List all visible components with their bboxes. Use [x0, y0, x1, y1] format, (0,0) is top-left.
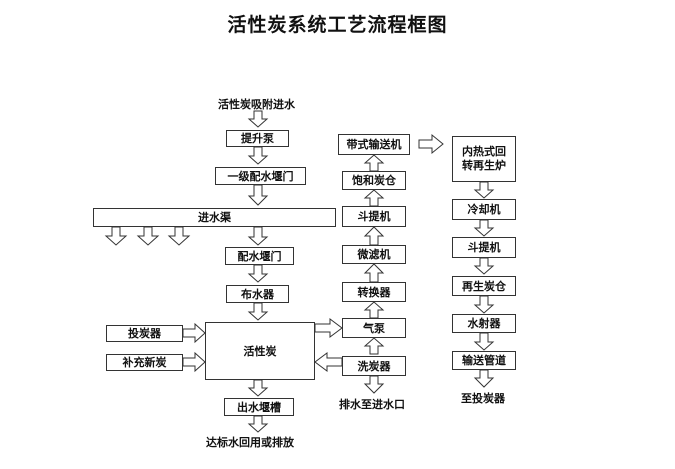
arrow-outlet-to-output [247, 415, 269, 433]
arrow-gate2-to-distributor [247, 264, 269, 283]
activated-carbon-box: 活性炭 [205, 322, 315, 380]
arrow-distributor-to-carbon [247, 302, 269, 321]
diagram-title: 活性炭系统工艺流程框图 [227, 14, 448, 36]
inlet-channel-box: 进水渠 [93, 208, 336, 227]
regenerated-carbon-bin-box: 再生炭仓 [452, 276, 516, 296]
converter-box: 转换器 [342, 282, 406, 302]
arrow-pump-to-gate1 [247, 146, 269, 165]
arrow-washer-to-carbon [314, 352, 343, 372]
water-distributor-box: 布水器 [226, 285, 289, 303]
arrow-dosing-to-carbon [182, 322, 206, 344]
regeneration-furnace-box: 内热式回转再生炉 [452, 136, 516, 182]
arrow-regen-to-ejector [473, 295, 495, 314]
lift-pump-box: 提升泵 [226, 130, 289, 147]
arrow-overflow-2 [136, 226, 160, 246]
arrow-gate1-to-channel [247, 184, 269, 206]
arrow-replenish-to-carbon [182, 351, 206, 373]
carbon-washer-box: 洗炭器 [342, 356, 406, 376]
outlet-weir-box: 出水堰槽 [224, 398, 294, 416]
air-pump-box: 气泵 [342, 318, 406, 338]
water-ejector-box: 水射器 [452, 314, 516, 333]
primary-weir-gate-box: 一级配水堰门 [215, 167, 306, 185]
arrow-cooler-to-bucket [473, 219, 495, 237]
arrow-microfilter-to-bucket [363, 226, 385, 246]
arrow-pipeline-to-output [473, 369, 495, 388]
arrow-saturated-to-belt [363, 154, 385, 172]
arrow-belt-to-furnace [418, 133, 444, 155]
arrow-washer-to-airpump [363, 337, 385, 355]
arrow-carbon-to-airpump [314, 318, 343, 338]
arrow-carbon-to-outlet [247, 379, 269, 397]
weir-gate-box: 配水堰门 [225, 247, 294, 265]
drain-label: 排水至进水口 [339, 398, 405, 411]
cooler-box: 冷却机 [452, 199, 516, 220]
carbon-dosing-box: 投炭器 [106, 325, 183, 342]
bucket-elevator-box: 斗提机 [342, 206, 406, 227]
arrow-washer-to-drain [363, 375, 385, 394]
arrow-bucket-to-saturated [363, 189, 385, 207]
microfilter-box: 微滤机 [342, 245, 406, 264]
furnace-label: 内热式回转再生炉 [462, 145, 506, 172]
influent-label: 活性炭吸附进水 [218, 98, 295, 111]
arrow-overflow-3 [167, 226, 191, 246]
delivery-pipeline-box: 输送管道 [452, 351, 516, 370]
arrow-overflow-1 [104, 226, 128, 246]
arrow-converter-to-microfilter [363, 263, 385, 283]
arrow-bucket-to-regen [473, 257, 495, 275]
fresh-carbon-box: 补充新炭 [106, 354, 183, 371]
arrow-input-to-pump [247, 110, 269, 128]
arrow-ejector-to-pipeline [473, 332, 495, 351]
right-bucket-elevator-box: 斗提机 [452, 237, 516, 258]
belt-conveyor-box: 带式输送机 [338, 134, 410, 155]
arrow-channel-to-gate2 [247, 226, 269, 246]
to-dosing-label: 至投炭器 [461, 392, 505, 405]
effluent-label: 达标水回用或排放 [206, 436, 294, 449]
saturated-carbon-bin-box: 饱和炭仓 [342, 171, 406, 190]
arrow-airpump-to-converter [363, 301, 385, 319]
arrow-furnace-to-cooler [473, 181, 495, 199]
